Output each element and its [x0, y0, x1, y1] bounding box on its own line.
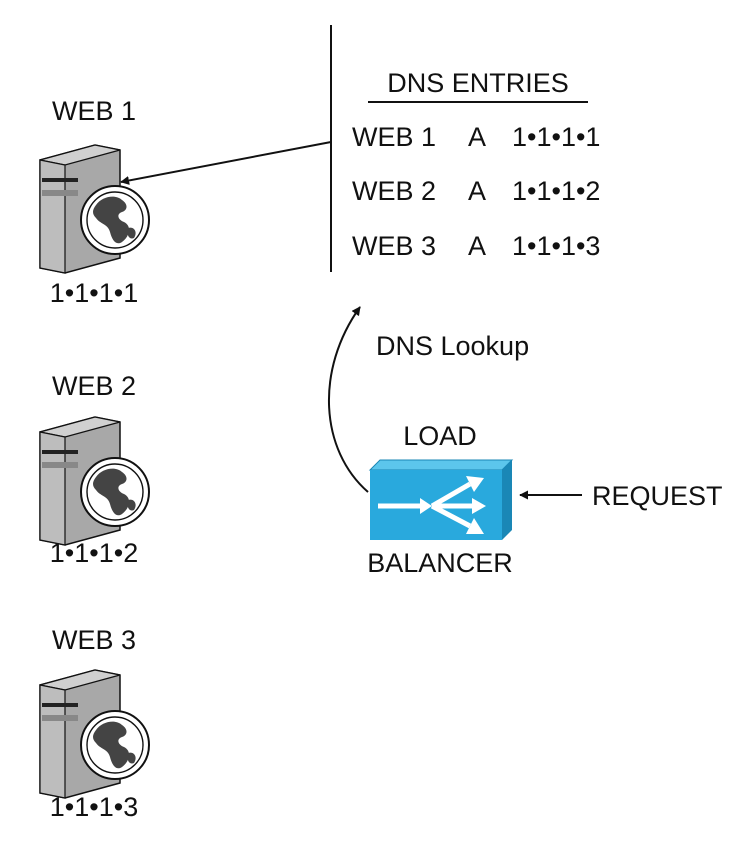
dns-lookup-label: DNS Lookup — [376, 331, 529, 361]
server-ip: 1•1•1•1 — [50, 278, 138, 308]
dns-entry-host: WEB 3 — [352, 231, 436, 261]
dns-entry-row: WEB 1 A 1•1•1•1 — [352, 122, 600, 152]
dns-to-web1-arrow — [120, 141, 332, 185]
dns-heading: DNS ENTRIES — [387, 68, 569, 98]
server-web-2: WEB 2 1•1•1•2 — [39, 371, 150, 568]
dns-entry-type: A — [468, 231, 486, 261]
dns-entry-host: WEB 2 — [352, 176, 436, 206]
server-ip: 1•1•1•3 — [50, 792, 138, 822]
server-ip: 1•1•1•2 — [50, 538, 138, 568]
load-balancer-icon — [368, 459, 514, 540]
server-name: WEB 2 — [52, 371, 136, 401]
dns-entry-row: WEB 2 A 1•1•1•2 — [352, 176, 600, 206]
load-balancer-top-label: LOAD — [403, 421, 477, 451]
server-web-1: WEB 1 1•1•1•1 — [39, 96, 150, 308]
web-server-icon — [39, 416, 150, 546]
dns-lookup-arrow — [327, 306, 369, 493]
dns-entry-ip: 1•1•1•1 — [512, 122, 600, 152]
web-server-icon — [39, 669, 150, 799]
dns-entry-ip: 1•1•1•3 — [512, 231, 600, 261]
load-balancer-bottom-label: BALANCER — [367, 548, 513, 578]
dns-entry-type: A — [468, 176, 486, 206]
request-label: REQUEST — [592, 481, 723, 511]
dns-entry-ip: 1•1•1•2 — [512, 176, 600, 206]
server-web-3: WEB 3 1•1•1•3 — [39, 625, 150, 822]
server-name: WEB 3 — [52, 625, 136, 655]
dns-entry-type: A — [468, 122, 486, 152]
dns-entry-row: WEB 3 A 1•1•1•3 — [352, 231, 600, 261]
dns-entry-host: WEB 1 — [352, 122, 436, 152]
web-server-icon — [39, 144, 150, 274]
server-name: WEB 1 — [52, 96, 136, 126]
